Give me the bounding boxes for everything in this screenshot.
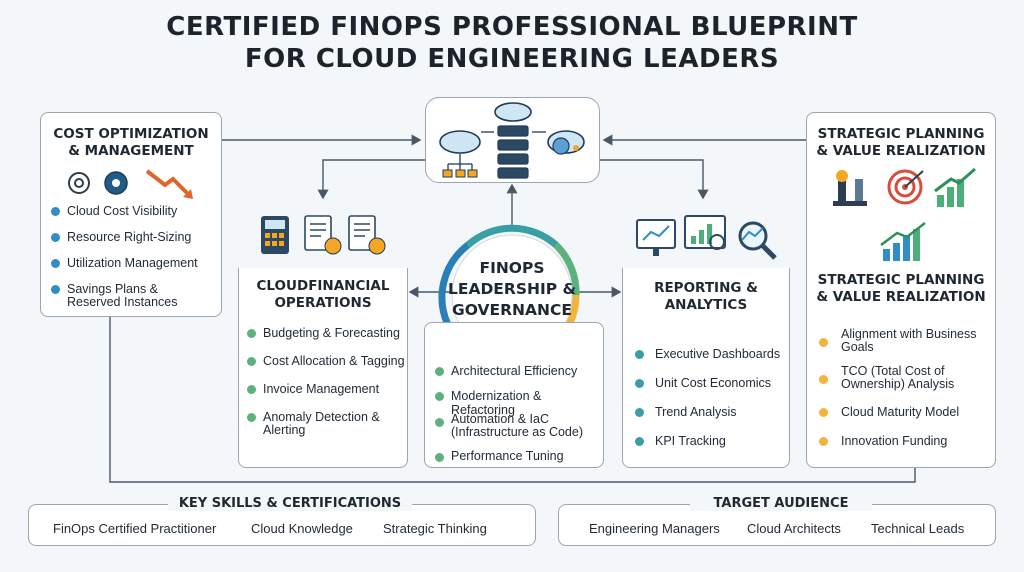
reporting-title-1: REPORTING & (654, 280, 758, 296)
target-audience-box: Engineering Managers Cloud Architects Te… (558, 504, 996, 546)
list-item-alerting: Alerting (263, 423, 306, 437)
list-item-executive-dashboards: Executive Dashboards (655, 347, 781, 361)
center-title-2: LEADERSHIP & (447, 280, 577, 298)
key-skills-label: KEY SKILLS & CERTIFICATIONS (168, 496, 412, 511)
list-item-reserved-instances: Reserved Instances (67, 295, 178, 309)
skill-cloud-knowledge: Cloud Knowledge (251, 521, 353, 536)
bullet-dot (435, 418, 444, 427)
bullet-dot (435, 453, 444, 462)
list-item-resource-right-sizing: Resource Right-Sizing (67, 230, 192, 244)
chess-target-growth-icon (833, 167, 976, 207)
list-item-utilization-management: Utilization Management (67, 256, 198, 270)
list-item-alignment: Alignment with Business (841, 327, 977, 341)
bullet-dot (51, 259, 60, 268)
bullet-dot (247, 357, 256, 366)
page-subtitle: FOR CLOUD ENGINEERING LEADERS (244, 44, 780, 74)
bullet-dot (819, 437, 828, 446)
finance-documents-icon (261, 215, 386, 255)
center-title-1: FINOPS (479, 259, 545, 277)
reporting-title-2: ANALYTICS (664, 297, 748, 313)
cost-optimization-title-2: & MANAGEMENT (68, 143, 194, 159)
bullet-dot (247, 329, 256, 338)
list-item-modernization: Modernization & Refactoring (451, 389, 542, 417)
skill-strategic-thinking: Strategic Thinking (383, 521, 487, 536)
cfo-title-1: CLOUDFINANCIAL (256, 278, 390, 294)
cost-optimization-title-1: COST OPTIMIZATION (53, 126, 209, 142)
analytics-dashboard-icon (636, 215, 777, 260)
strategic-top-title-1: STRATEGIC PLANNING (817, 126, 985, 142)
bullet-dot (435, 392, 444, 401)
bullet-dot (51, 285, 60, 294)
center-skills-box: Architectural Efficiency Modernization &… (424, 322, 604, 468)
list-item-architectural-efficiency: Architectural Efficiency (451, 364, 578, 378)
gears-trend-icon (68, 169, 193, 199)
strategic-bottom-title-1: STRATEGIC PLANNING (817, 272, 985, 288)
list-item-budgeting: Budgeting & Forecasting (263, 326, 400, 340)
strategic-bottom-title-2: & VALUE REALIZATION (816, 289, 986, 305)
bullet-dot (51, 207, 60, 216)
list-item-tco: TCO (Total Cost of (841, 364, 945, 378)
bullet-dot (635, 379, 644, 388)
list-item-cost-allocation: Cost Allocation & Tagging (263, 354, 405, 368)
list-item-performance-tuning: Performance Tuning (451, 449, 564, 463)
bullet-dot (819, 338, 828, 347)
connector-hub-to-reporting (600, 159, 709, 200)
strategic-planning-box: STRATEGIC PLANNING & VALUE REALIZATION (806, 112, 996, 468)
cloud-financial-box: CLOUDFINANCIAL OPERATIONS Budgeting & Fo… (238, 268, 408, 468)
list-item-kpi-tracking: KPI Tracking (655, 434, 726, 448)
list-item-savings-plans: Savings Plans & (67, 282, 159, 296)
list-item-unit-cost: Unit Cost Economics (655, 376, 772, 390)
center-title-3: GOVERNANCE (452, 301, 572, 319)
connector-outer-loop (109, 316, 916, 483)
list-item-cloud-maturity-model: Cloud Maturity Model (841, 405, 960, 419)
list-item-anomaly: Anomaly Detection & (263, 410, 380, 424)
bullet-dot (435, 367, 444, 376)
list-item-invoice: Invoice Management (263, 382, 380, 396)
bullet-dot (247, 385, 256, 394)
list-item-ownership-analysis: Ownership) Analysis (841, 377, 955, 391)
list-item-trend-analysis: Trend Analysis (655, 405, 737, 419)
list-item-goals: Goals (841, 340, 874, 354)
list-item-iac: (Infrastructure as Code) (451, 425, 583, 439)
bullet-dot (819, 408, 828, 417)
cfo-title-2: OPERATIONS (274, 295, 372, 311)
audience-cloud-architects: Cloud Architects (747, 521, 841, 536)
list-item-cloud-cost-visibility: Cloud Cost Visibility (67, 204, 178, 218)
list-item-automation: Automation & IaC (451, 412, 549, 426)
growth-chart-icon (880, 222, 926, 261)
skill-finops-practitioner: FinOps Certified Practitioner (53, 521, 217, 536)
bullet-dot (635, 408, 644, 417)
bullet-dot (51, 233, 60, 242)
strategic-top-title-2: & VALUE REALIZATION (816, 143, 986, 159)
cloud-hub (425, 97, 600, 183)
bullet-dot (819, 375, 828, 384)
cost-optimization-box: COST OPTIMIZATION & MANAGEMENT Cloud Cos… (40, 112, 222, 317)
list-item-innovation-funding: Innovation Funding (841, 434, 948, 448)
bullet-dot (635, 350, 644, 359)
bullet-dot (247, 413, 256, 422)
audience-engineering-managers: Engineering Managers (589, 521, 720, 536)
bullet-dot (635, 437, 644, 446)
connector-hub-to-cfo (317, 159, 425, 200)
reporting-box: REPORTING & ANALYTICS Executive Dashboar… (622, 268, 790, 468)
cloud-infrastructure-icon (439, 102, 585, 179)
audience-technical-leads: Technical Leads (871, 521, 965, 536)
target-audience-label: TARGET AUDIENCE (690, 496, 872, 511)
page-title: CERTIFIED FINOPS PROFESSIONAL BLUEPRINT (166, 12, 858, 42)
